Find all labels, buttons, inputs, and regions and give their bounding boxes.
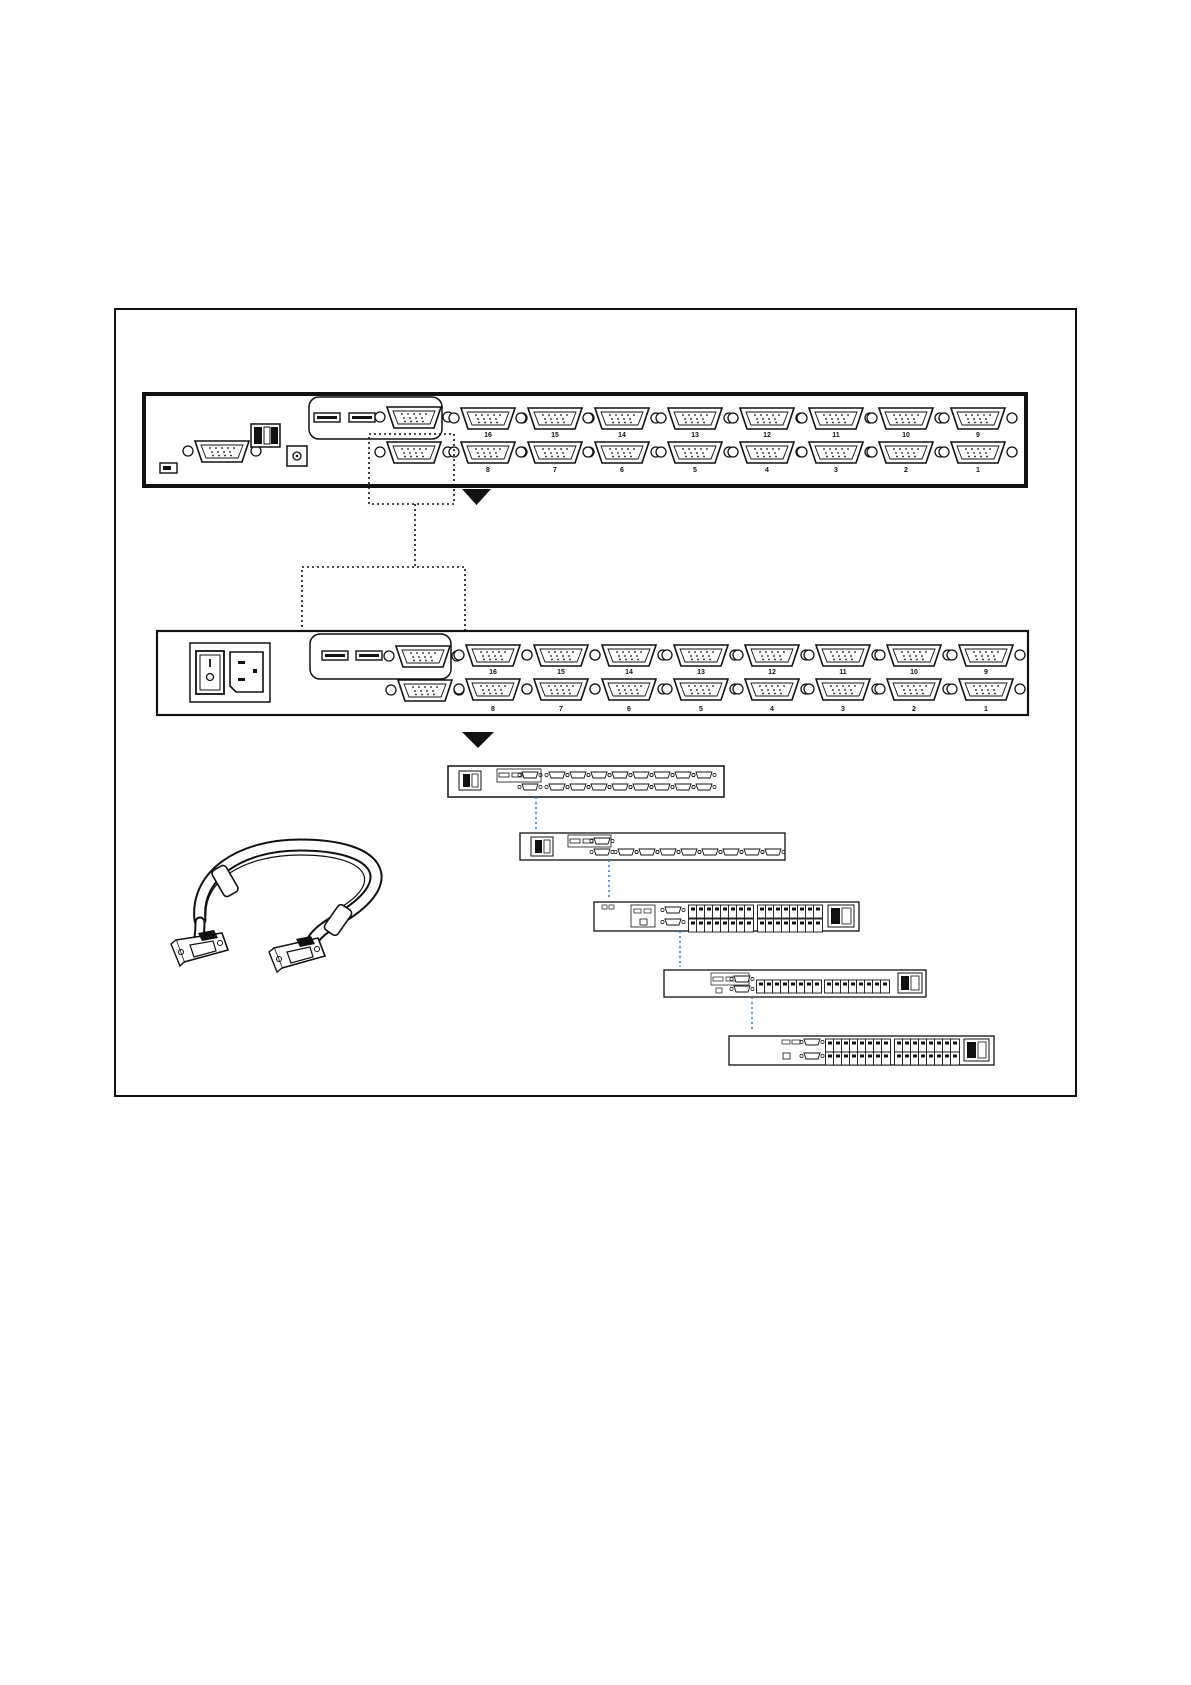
rj45-port-icon <box>881 980 890 993</box>
chain-unit-4 <box>664 970 926 997</box>
port-number-label: 5 <box>693 467 697 474</box>
port-number-label: 10 <box>910 669 918 676</box>
port-number-label: 16 <box>489 669 497 676</box>
usb-port-icon <box>322 651 348 660</box>
chain-unit-5 <box>729 1036 994 1065</box>
port-number-label: 8 <box>491 706 495 713</box>
port-number-label: 5 <box>699 706 703 713</box>
usb-port-icon <box>349 413 375 422</box>
rj45-port-icon <box>813 980 822 993</box>
chain-unit-1 <box>448 766 724 797</box>
port-number-label: 12 <box>763 432 771 439</box>
rj45-port-icon <box>882 1039 891 1052</box>
port-number-label: 6 <box>620 467 624 474</box>
port-number-label: 4 <box>770 706 774 713</box>
power-switch-icon <box>196 651 224 694</box>
port-number-label: 10 <box>902 432 910 439</box>
port-number-label: 9 <box>984 669 988 676</box>
rj45-port-icon <box>882 1052 891 1065</box>
vga-plug-icon <box>269 936 325 972</box>
rj45-port-icon <box>814 919 823 932</box>
usb-port-icon <box>356 651 382 660</box>
rj45-port-icon <box>951 1039 960 1052</box>
rj45-port-icon <box>951 1052 960 1065</box>
second-switch-rear-panel: 16 15 14 13 12 11 10 9 8 7 6 5 4 3 2 1 <box>157 631 1028 715</box>
rj45-port-icon <box>745 905 754 918</box>
chain-unit-2 <box>520 833 785 860</box>
rj45-port-icon <box>814 905 823 918</box>
port-number-label: 15 <box>557 669 565 676</box>
port-number-label: 8 <box>486 467 490 474</box>
dip-switch-icon <box>251 424 280 447</box>
power-inlet-icon <box>190 643 270 702</box>
port-number-label: 1 <box>984 706 988 713</box>
port-number-label: 13 <box>697 669 705 676</box>
port-number-label: 7 <box>559 706 563 713</box>
port-number-label: 6 <box>627 706 631 713</box>
port-number-label: 15 <box>551 432 559 439</box>
port-number-label: 13 <box>691 432 699 439</box>
port-number-label: 16 <box>484 432 492 439</box>
port-number-label: 3 <box>834 467 838 474</box>
port-number-label: 2 <box>904 467 908 474</box>
port-number-label: 14 <box>625 669 633 676</box>
chain-unit-3 <box>594 902 859 932</box>
port-number-label: 14 <box>618 432 626 439</box>
port-number-label: 9 <box>976 432 980 439</box>
arrow-down-icon <box>462 732 494 748</box>
dc-jack-icon <box>287 446 307 466</box>
usb-port-icon <box>314 413 340 422</box>
port-number-label: 4 <box>765 467 769 474</box>
firmware-switch-icon <box>160 463 177 473</box>
top-switch-rear-panel: 16 15 14 13 12 11 10 9 8 7 6 5 4 3 2 1 <box>144 394 1026 486</box>
port-number-label: 11 <box>839 669 847 676</box>
rj45-port-icon <box>745 919 754 932</box>
port-number-label: 7 <box>553 467 557 474</box>
port-number-label: 12 <box>768 669 776 676</box>
arrow-down-icon <box>462 489 491 505</box>
port-number-label: 11 <box>832 432 840 439</box>
vga-plug-icon <box>171 930 228 966</box>
port-number-label: 1 <box>976 467 980 474</box>
port-number-label: 3 <box>841 706 845 713</box>
port-number-label: 2 <box>912 706 916 713</box>
